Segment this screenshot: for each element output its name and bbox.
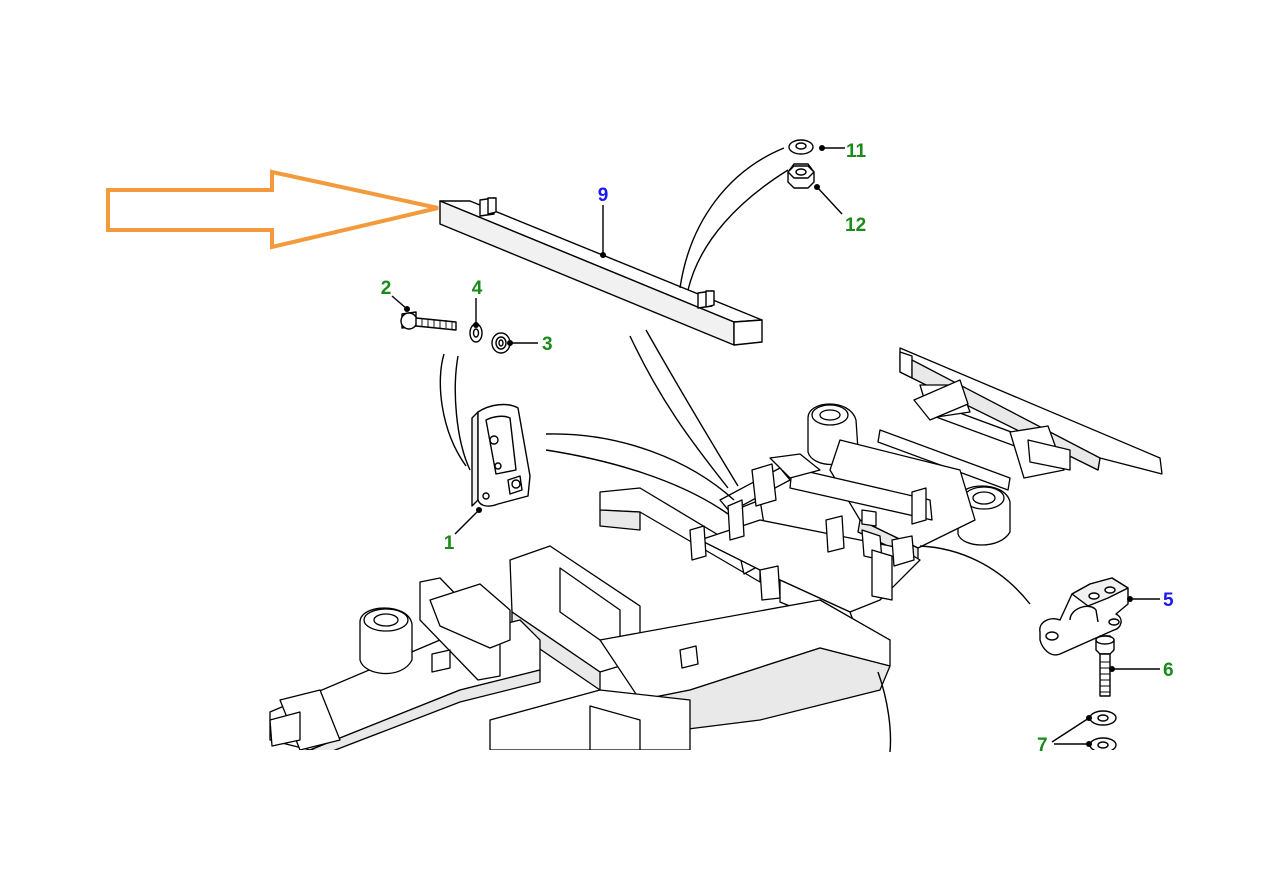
callout-11: 11 [846,141,867,162]
lower-washers [1089,710,1117,753]
bolt [400,311,457,331]
long-bolt [1095,635,1115,697]
callout-2: 2 [381,278,392,299]
mounting-bracket [471,403,531,507]
chassis-frame [269,347,1163,753]
assembly-guide-lines [439,147,1031,753]
callout-9: 9 [598,185,609,206]
callout-1: 1 [444,533,455,554]
highlight-arrow [106,169,439,250]
clamp-bracket [1039,577,1129,656]
callout-labels: 9 11 12 2 4 3 1 5 6 7 [381,141,1174,756]
callout-7: 7 [1037,735,1048,756]
callout-6: 6 [1163,660,1174,681]
callout-3: 3 [542,334,553,355]
upper-washer [788,139,814,155]
leader-lines [391,145,1160,747]
callout-4: 4 [472,278,483,299]
cross-member-bar [439,197,763,346]
callout-12: 12 [845,215,866,236]
hex-nut [787,163,815,189]
callout-5: 5 [1163,590,1174,611]
